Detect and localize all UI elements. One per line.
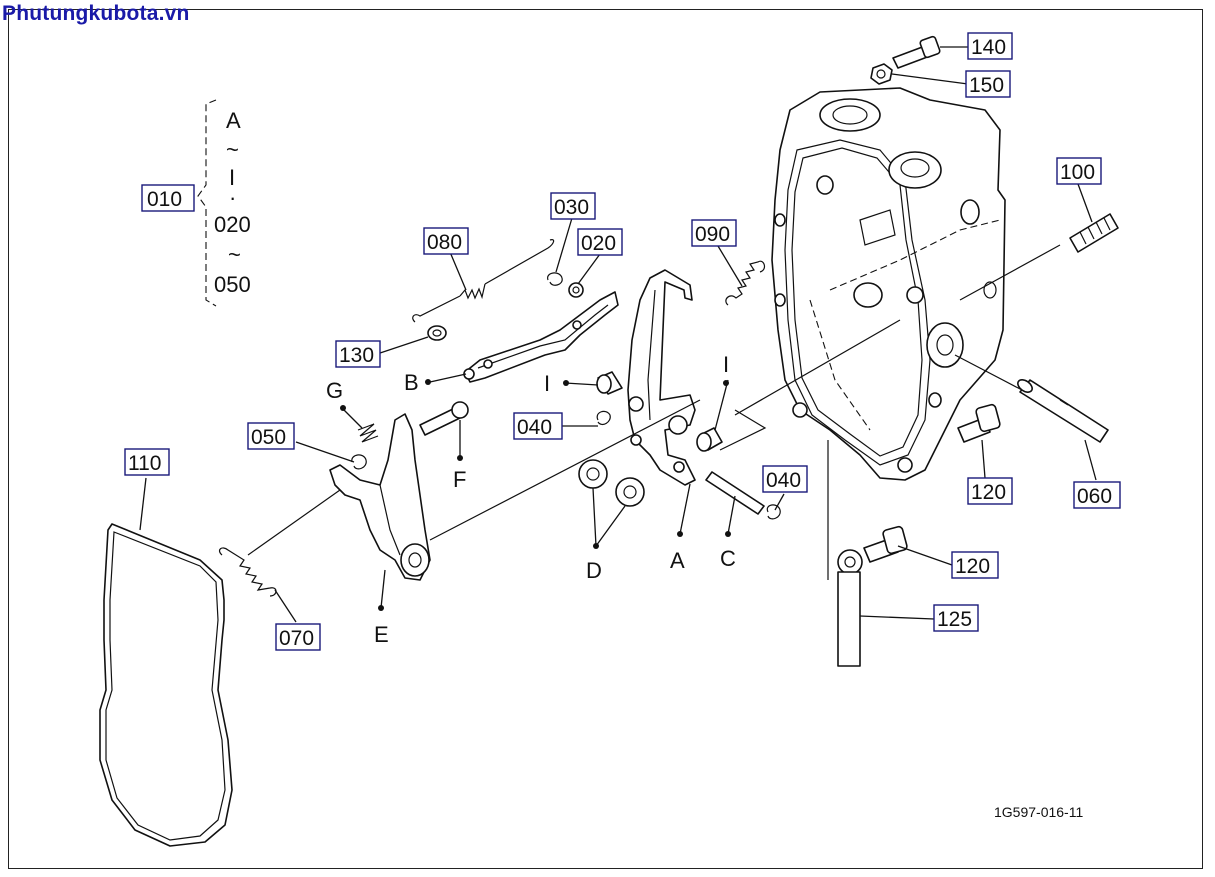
nut-150 [870, 63, 893, 85]
callout-a: A [670, 548, 685, 573]
svg-text:060: 060 [1077, 485, 1112, 508]
pin-c [705, 471, 765, 515]
part-120-lower-label[interactable]: 120 [951, 551, 999, 579]
pin-100 [1069, 213, 1119, 253]
callout-c: C [720, 546, 736, 571]
part-040-upper-label[interactable]: 040 [513, 412, 563, 440]
washer-020 [568, 282, 584, 298]
collar-i-left [596, 371, 623, 395]
svg-text:040: 040 [766, 469, 801, 492]
svg-text:120: 120 [955, 555, 990, 578]
part-150-label[interactable]: 150 [965, 70, 1011, 98]
pin-f [419, 401, 469, 436]
bolt-120-lower [837, 525, 908, 575]
assembly-item-2: ~ [226, 137, 239, 162]
link-plate-b [463, 291, 619, 383]
assembly-item-3: I [229, 165, 235, 190]
callout-i-right: I [723, 352, 729, 377]
assembly-item-1: A [226, 108, 241, 133]
callout-b: B [404, 370, 419, 395]
svg-text:020: 020 [581, 232, 616, 255]
part-090-label[interactable]: 090 [691, 219, 737, 247]
assembly-item-6: ~ [228, 242, 241, 267]
svg-text:150: 150 [969, 74, 1004, 97]
svg-text:010: 010 [147, 188, 182, 211]
part-110-label[interactable]: 110 [124, 448, 170, 476]
svg-text:100: 100 [1060, 161, 1095, 184]
callout-d: D [586, 558, 602, 583]
bracket-a [627, 269, 696, 486]
part-080-label[interactable]: 080 [423, 227, 469, 255]
bearing-d-2 [615, 477, 645, 507]
assembly-item-7: 050 [214, 272, 251, 297]
assembly-item-4: · [229, 185, 236, 210]
part-050-label[interactable]: 050 [247, 422, 295, 450]
svg-text:120: 120 [971, 481, 1006, 504]
callout-e: E [374, 622, 389, 647]
svg-text:030: 030 [554, 196, 589, 219]
leader-lines [139, 46, 1097, 623]
part-040-lower-label[interactable]: 040 [762, 465, 808, 493]
part-030-label[interactable]: 030 [550, 192, 596, 220]
drawing-code: 1G597-016-11 [994, 804, 1083, 820]
shaft-060 [1017, 379, 1109, 443]
watermark: Phutungkubota.vn [2, 2, 190, 25]
gear-case-housing [771, 87, 1006, 481]
callout-g: G [326, 378, 343, 403]
part-070-label[interactable]: 070 [275, 623, 321, 651]
centerlines [247, 244, 1061, 580]
part-140-label[interactable]: 140 [967, 32, 1013, 60]
bolt-120-upper [957, 403, 1001, 443]
callout-i-left: I [544, 371, 550, 396]
svg-text:130: 130 [339, 344, 374, 367]
clip-040-lower [766, 504, 781, 520]
gasket-110 [99, 523, 233, 847]
spring-070 [218, 547, 277, 597]
clip-040-upper [596, 410, 611, 426]
svg-text:140: 140 [971, 36, 1006, 59]
bolt-140 [892, 35, 941, 69]
lever-e [329, 413, 431, 581]
assembly-item-5: 020 [214, 212, 251, 237]
svg-text:070: 070 [279, 627, 314, 650]
spring-080 [412, 239, 555, 323]
part-130-label[interactable]: 130 [335, 340, 381, 368]
assembly-bracket: A ~ I · 020 ~ 050 [197, 99, 251, 307]
clip-030 [547, 272, 563, 286]
svg-text:080: 080 [427, 231, 462, 254]
svg-text:125: 125 [937, 608, 972, 631]
spring-g [357, 423, 379, 443]
part-020-label[interactable]: 020 [577, 228, 623, 256]
drawing-frame [8, 9, 1203, 869]
part-120-upper-label[interactable]: 120 [967, 477, 1013, 505]
collar-i-right [696, 427, 723, 452]
part-125-label[interactable]: 125 [933, 604, 979, 632]
plate-125 [837, 571, 861, 667]
svg-text:040: 040 [517, 416, 552, 439]
spring-090 [725, 260, 766, 306]
svg-text:110: 110 [128, 452, 161, 475]
part-060-label[interactable]: 060 [1073, 481, 1121, 509]
callout-f: F [453, 467, 466, 492]
svg-text:050: 050 [251, 426, 286, 449]
svg-text:090: 090 [695, 223, 730, 246]
clip-050 [351, 454, 367, 470]
collar-130 [427, 325, 447, 341]
bearing-d-1 [578, 459, 608, 489]
part-100-label[interactable]: 100 [1056, 157, 1102, 185]
part-010-label[interactable]: 010 [141, 184, 195, 212]
